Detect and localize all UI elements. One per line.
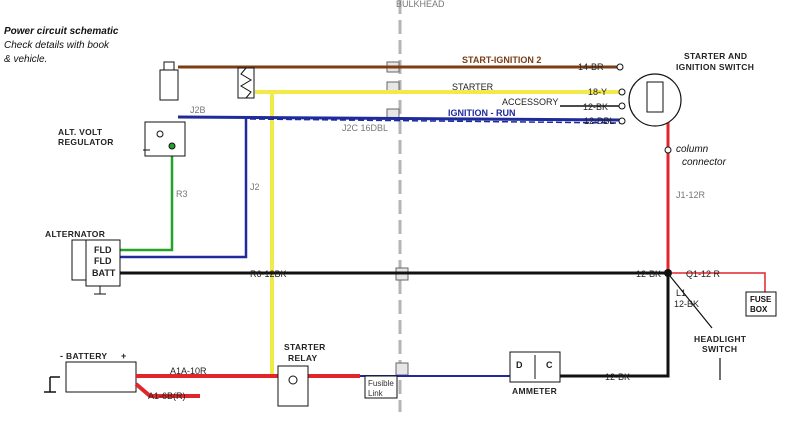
column-connector-dot [664,146,672,154]
switch-label-1: STARTER AND [684,51,747,61]
alt-batt-label: BATT [92,268,116,278]
wire-ignition-run-label: IGNITION - RUN [448,108,516,118]
battery-minus: - [60,351,63,361]
headlight-label-1: HEADLIGHT [694,334,747,344]
battery [44,361,137,393]
wire-j2b-label: J2B [190,105,206,115]
alt-volt-label-1: ALT. VOLT [58,127,103,137]
fusible-link [364,375,398,399]
wire-j2 [120,118,248,259]
ignition-switch [616,63,682,127]
note-line-1: Check details with book [4,40,110,51]
wire-l1 [669,275,713,329]
fuse-box-label-2: BOX [750,305,768,314]
wire-a1 [134,382,200,398]
wire-j2c [249,118,621,124]
ballast-resistor [237,67,255,99]
alt-fld1-label: FLD [94,245,112,255]
relay-label-2: RELAY [288,353,318,363]
wire-ignition-run [177,115,621,122]
wire-12bk-amm-label: 12-BK [605,372,630,382]
headlight-label-2: SWITCH [702,344,737,354]
wire-r3 [120,148,174,252]
ammeter-d: D [516,360,523,370]
wire-l1-w-label: 12-BK [674,299,699,309]
bulkhead-label: BULKHEAD [396,0,445,9]
wire-accessory-label: ACCESSORY [502,97,558,107]
starter-relay [277,365,309,407]
fusible-label-2: Link [368,389,384,398]
relay-label-1: STARTER [284,342,326,352]
wire-j2c-label: J2C 16DBL [342,123,388,133]
ammeter [509,351,561,383]
wire-r6-label: R6-12BK [250,269,287,279]
fuse-box-label-1: FUSE [750,295,772,304]
wire-q1-label: Q1-12 R [686,269,721,279]
battery-plus: + [121,351,126,361]
fuse-box [745,291,777,317]
column-label-2: connector [682,157,727,168]
fusible-label-1: Fusible [368,379,394,388]
wire-18y-label: 18-Y [588,87,607,97]
alt-volt-label-2: REGULATOR [58,137,114,147]
wire-14br-label: 14-BR [578,62,604,72]
switch-label-2: IGNITION SWITCH [676,62,754,72]
battery-label: BATTERY [66,351,107,361]
wire-a1a-label: A1A-10R [170,366,207,376]
alt-fld2-label: FLD [94,256,112,266]
wire-12bk-acc-label: 12-BK [583,102,608,112]
wire-j1-label: J1-12R [676,190,706,200]
ignition-coil [159,61,179,101]
wire-starter-label: STARTER [452,82,494,92]
wire-r3-label: R3 [176,189,188,199]
voltage-regulator [143,121,186,157]
alternator-label: ALTERNATOR [45,229,105,239]
wire-12dbl-label: 12-DBL [584,116,615,126]
wire-12bk-ammeter [560,273,670,378]
wire-a1-label: A1-6B(R) [148,391,186,401]
note-line-2: & vehicle. [4,54,47,65]
diagram-title: Power circuit schematic [4,26,119,37]
bulkhead-connectors [386,61,409,376]
wire-q1 [672,272,766,292]
column-label-1: column [676,144,709,155]
wire-start-ignition-label: START-IGNITION 2 [462,55,541,65]
alternator [71,239,121,295]
wire-j2-label: J2 [250,182,260,192]
ammeter-c: C [546,360,553,370]
wire-l1-label: L1 [676,288,686,298]
ammeter-label: AMMETER [512,386,557,396]
wire-12bk-mid-label: 12-BK [636,269,661,279]
